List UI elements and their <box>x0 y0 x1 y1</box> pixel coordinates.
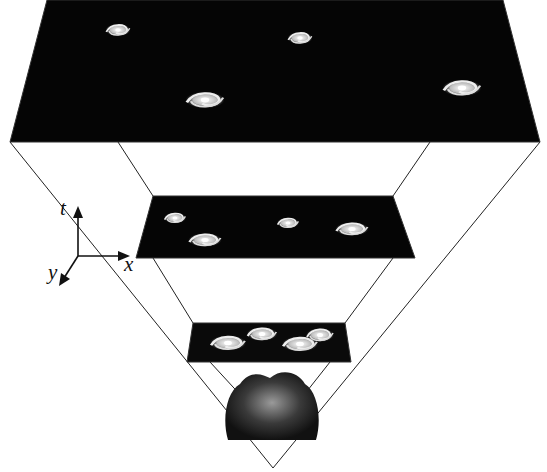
axis-label: t <box>60 198 66 219</box>
axis-label: x <box>124 254 133 275</box>
axis-label: y <box>48 262 57 283</box>
